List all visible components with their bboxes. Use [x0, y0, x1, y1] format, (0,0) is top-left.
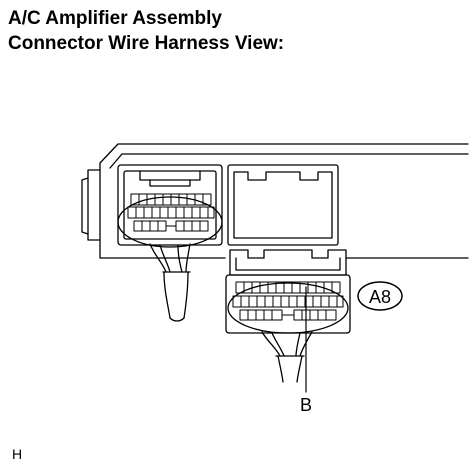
amplifier-housing: [81, 143, 469, 259]
title-line-2: Connector Wire Harness View:: [8, 33, 285, 54]
connector-id-label: A8: [369, 287, 391, 307]
upper-right-socket: [227, 164, 339, 246]
a8-harness: [261, 331, 313, 383]
connector-id-badge: A8: [357, 281, 403, 311]
title-line-1: A/C Amplifier Assembly: [8, 8, 222, 29]
a8-connector-pins: [232, 281, 344, 321]
upper-left-harness: [149, 243, 191, 322]
pin-label: B: [300, 395, 312, 415]
corner-label: H: [12, 446, 22, 462]
diagram-title: A/C Amplifier Assembly Connector Wire Ha…: [8, 6, 284, 56]
a8-connector: [225, 249, 351, 334]
upper-left-connector: [117, 164, 223, 248]
upper-connector-pins: [127, 193, 215, 232]
